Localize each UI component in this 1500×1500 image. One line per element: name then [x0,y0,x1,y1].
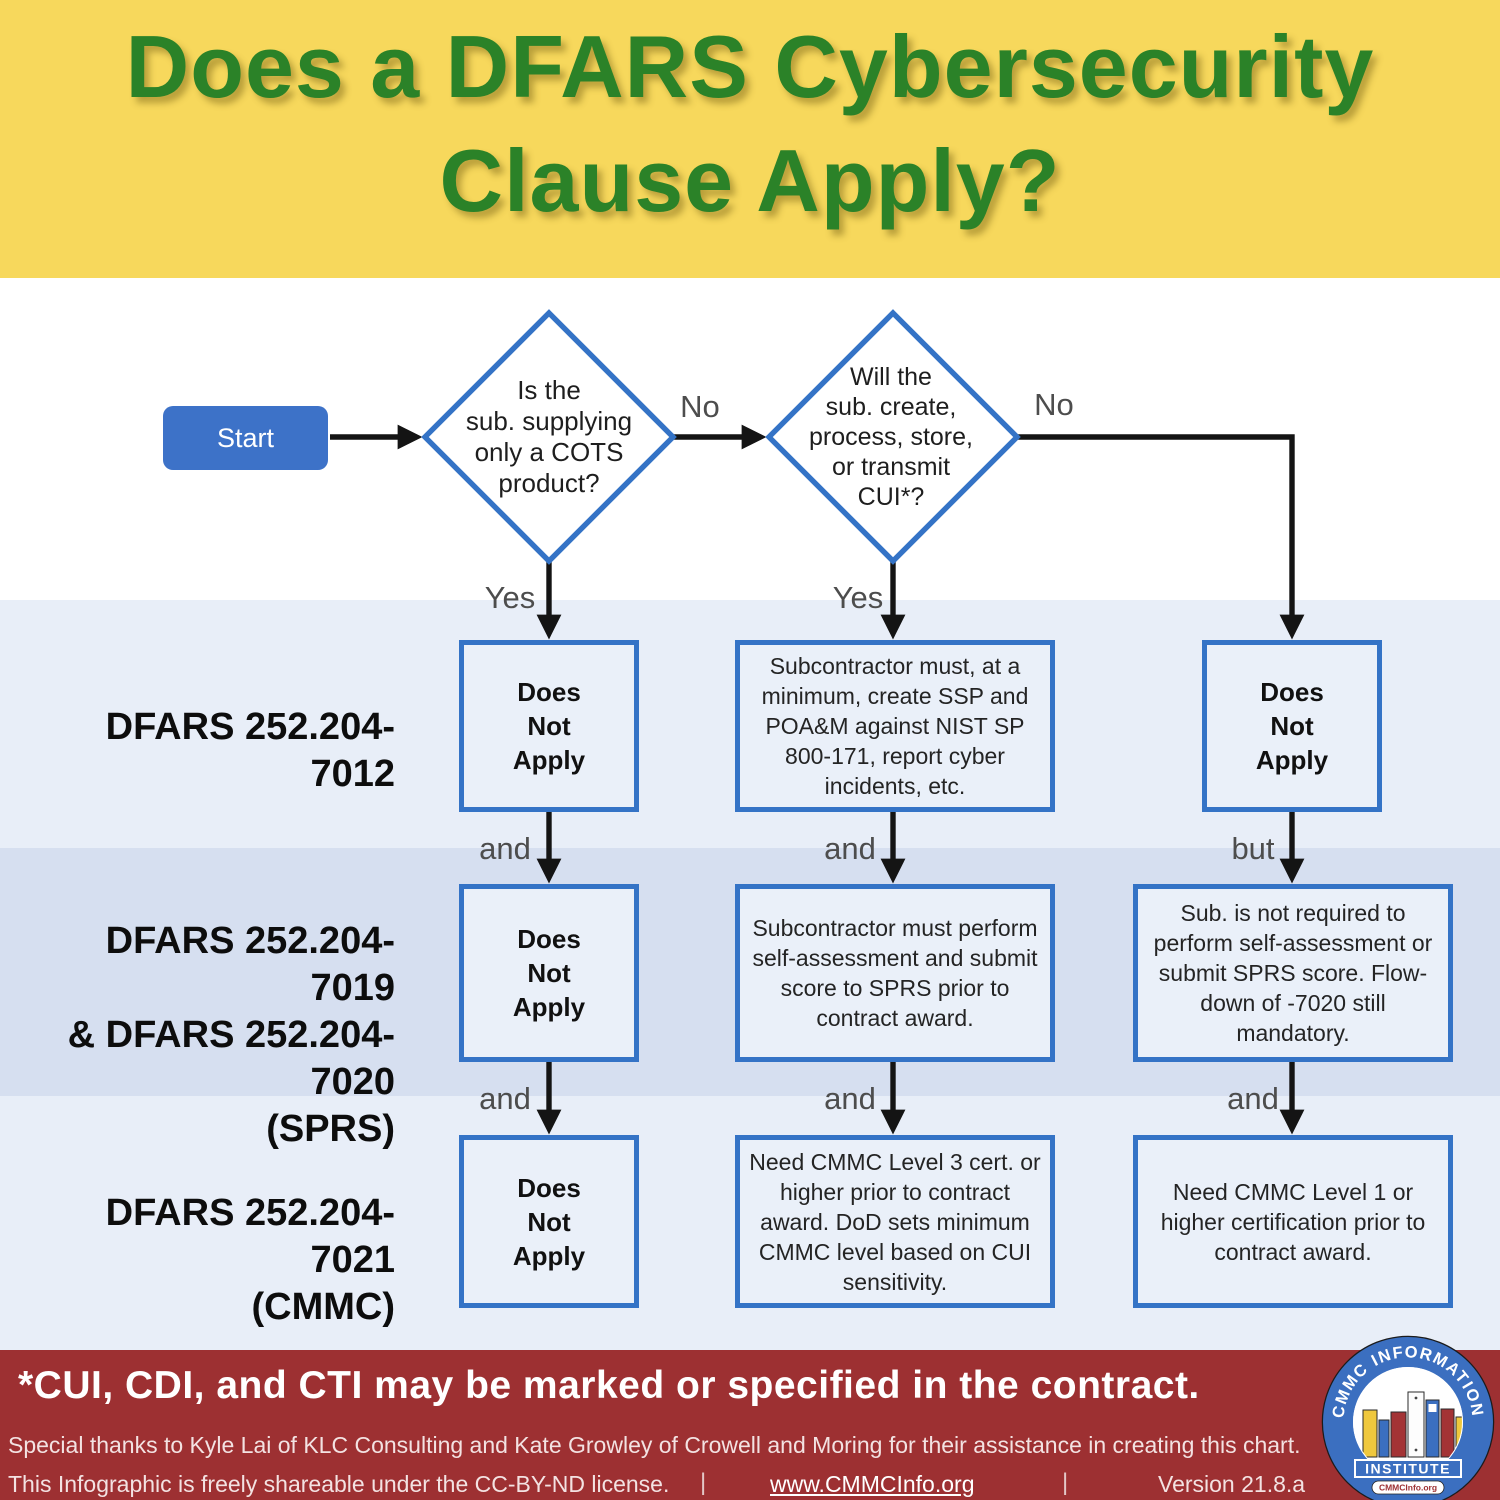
result-box-text: Does Not Apply [512,924,586,1022]
footer-version: Version 21.8.a [1158,1471,1306,1497]
edge-label-and-r2c2: and [824,1081,876,1116]
decision-cots-text: Is the sub. supplying only a COTS produc… [465,375,633,498]
start-node-label: Start [216,422,275,453]
header-band [0,0,1500,278]
result-box-sprs-cui-no: Sub. is not required to perform self-ass… [1133,884,1453,1062]
logo-site-pill [1371,1480,1445,1495]
result-box-text: Does Not Apply [512,1172,586,1271]
result-box-sprs-cots-yes: Does Not Apply [459,884,639,1062]
footer-credits: Special thanks to Kyle Lai of KLC Consul… [8,1432,1301,1458]
result-box-text: Need CMMC Level 1 or higher certificatio… [1160,1178,1426,1265]
page-title-line2: Clause Apply? [439,131,1061,230]
footer-divider-2: | [1062,1469,1069,1496]
result-box-text: Subcontractor must, at a minimum, create… [761,653,1029,799]
cmmc-institute-logo: CMMC INFORMATION INSTITUTE CMMCInfo.org [1321,1335,1495,1500]
result-box-sprs-cui-yes: Subcontractor must perform self-assessme… [735,884,1055,1062]
start-node: Start [163,406,328,470]
edge-label-no-2: No [1034,387,1074,422]
result-box-7012-cui-yes: Subcontractor must, at a minimum, create… [735,640,1055,812]
result-box-text: Does Not Apply [512,677,586,775]
footer-band [0,1350,1500,1500]
logo-books-icon [1362,1391,1462,1458]
page-title-line1: Does a DFARS Cybersecurity [125,17,1375,116]
logo-banner [1354,1459,1462,1478]
logo-site-text: CMMCInfo.org [1379,1483,1437,1493]
cmmcinfo-link[interactable]: www.CMMCInfo.org [770,1471,975,1497]
result-box-7012-cui-no: Does Not Apply [1202,640,1382,812]
row-label-dfars-7012: DFARS 252.204-7012 [105,706,395,795]
footer-divider-1: | [700,1469,707,1496]
result-box-text: Sub. is not required to perform self-ass… [1153,900,1433,1046]
result-box-7012-cots-yes: Does Not Apply [459,640,639,812]
result-box-cmmc-cui-yes: Need CMMC Level 3 cert. or higher prior … [735,1135,1055,1308]
result-box-text: Need CMMC Level 3 cert. or higher prior … [749,1148,1041,1295]
row-label-dfars-7019-7020-sprs: DFARS 252.204-7019 & DFARS 252.204-7020 … [67,920,395,1150]
edge-cui-no-to-col3 [1016,434,1305,640]
result-box-cmmc-cots-yes: Does Not Apply [459,1135,639,1308]
page-title: Does a DFARS Cybersecurity Clause Apply? [0,0,1500,278]
edge-label-yes-1: Yes [484,580,536,615]
edge-label-and-r2c1: and [479,1081,531,1116]
footer-license: This Infographic is freely shareable und… [8,1471,670,1497]
edge-label-yes-2: Yes [832,580,884,615]
edge-label-and-r1c1: and [479,831,531,866]
decision-cui-text: Will the sub. create, process, store, or… [809,363,973,511]
edge-label-but-r1c3: but [1231,831,1275,866]
result-box-text: Does Not Apply [1255,677,1329,775]
footer-cui-note: *CUI, CDI, and CTI may be marked or spec… [18,1364,1200,1407]
decision-diamond-cui [765,309,1021,565]
result-box-cmmc-cui-no: Need CMMC Level 1 or higher certificatio… [1133,1135,1453,1308]
decision-diamond-cots [421,309,677,565]
edge-label-and-r2c3: and [1227,1081,1279,1116]
edge-label-and-r1c2: and [824,831,876,866]
row-label-dfars-7021-cmmc: DFARS 252.204-7021 (CMMC) [105,1192,395,1328]
result-box-text: Subcontractor must perform self-assessme… [752,915,1038,1031]
edge-label-no-1: No [680,389,720,424]
logo-banner-text: INSTITUTE [1365,1461,1451,1477]
